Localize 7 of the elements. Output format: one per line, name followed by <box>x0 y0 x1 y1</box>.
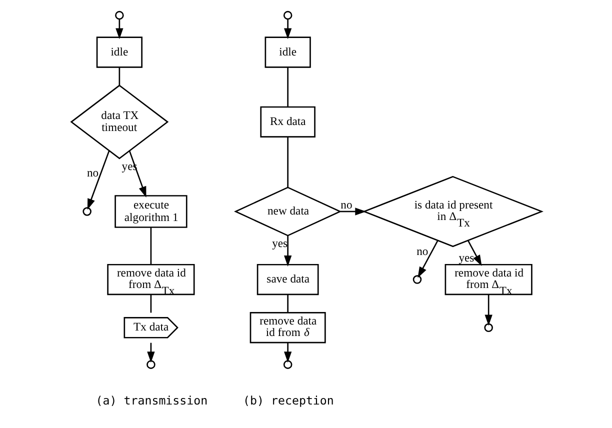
edge-label: no <box>416 245 428 258</box>
label: (b) reception <box>242 394 334 408</box>
edge-label: no <box>340 198 352 212</box>
edge-label: yes <box>272 237 288 250</box>
edge-label: no <box>86 166 98 180</box>
edge-label: yes <box>458 252 474 265</box>
label: (a) transmission <box>95 394 208 408</box>
